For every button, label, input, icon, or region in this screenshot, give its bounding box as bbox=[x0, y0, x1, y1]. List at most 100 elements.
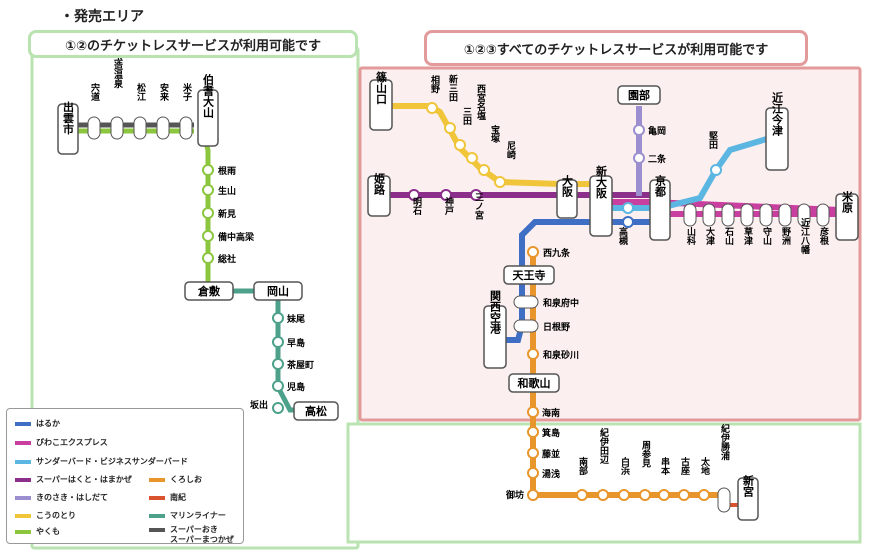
station-dot-nijo bbox=[633, 152, 645, 164]
station-dot-shinji bbox=[87, 116, 101, 140]
station-dot-katsuura bbox=[717, 487, 731, 513]
legend-item-marine: マリンライナー bbox=[149, 511, 226, 521]
station-dot-hikone bbox=[816, 203, 830, 227]
legend-label-biwako: びわこエクスプレス bbox=[36, 438, 108, 447]
station-sonobe: 園部 bbox=[628, 88, 650, 102]
legend-item-kuroshio: くろしお bbox=[149, 475, 202, 485]
legend-label-kuroshio: くろしお bbox=[170, 475, 202, 484]
legend-item-kinosaki: きのさき・はしだて bbox=[15, 493, 108, 503]
legend-item-thunderbird: サンダーバード・ビジネスサンダーバード bbox=[15, 457, 188, 467]
area-12-badge: ①②のチケットレスサービスが利用可能です bbox=[28, 30, 358, 58]
station-hayashima: 早島 bbox=[287, 337, 305, 349]
station-shinsanda: 新三田 bbox=[447, 73, 458, 102]
station-ishiyama: 石山 bbox=[723, 227, 735, 246]
station-dot-yamashina bbox=[683, 203, 697, 227]
station-ikuyama: 生山 bbox=[218, 185, 236, 197]
station-neu: 根雨 bbox=[218, 165, 236, 177]
station-hikone: 彦根 bbox=[818, 226, 829, 246]
takamatsu-box bbox=[293, 401, 339, 421]
station-kusatsu: 草津 bbox=[742, 226, 753, 246]
station-omihachiman: 近江八幡 bbox=[799, 217, 811, 255]
station-nijo: 二条 bbox=[648, 153, 667, 165]
station-dot-matsue bbox=[133, 116, 147, 140]
wakayama-box bbox=[508, 373, 560, 393]
station-kansai: 関西空港 bbox=[489, 290, 502, 335]
station-kyoto: 京都 bbox=[654, 174, 668, 198]
station-okayama: 岡山 bbox=[267, 284, 289, 298]
station-dot-takatsuki bbox=[622, 216, 634, 228]
station-dot-nishikujo bbox=[527, 246, 539, 258]
station-shinji: 宍道 bbox=[89, 82, 100, 102]
station-dot-susami bbox=[639, 489, 651, 501]
station-aino: 相野 bbox=[429, 74, 440, 94]
legend-swatch-kounotori bbox=[15, 514, 31, 518]
station-kiitanabe: 紀伊田辺 bbox=[598, 427, 610, 465]
area-123-badge: ①②③すべてのチケットレスサービスが利用可能です bbox=[424, 30, 808, 66]
legend-item-biwako: びわこエクスプレス bbox=[15, 438, 108, 448]
station-kurashiki: 倉敷 bbox=[197, 284, 221, 298]
station-dots-yakumo bbox=[202, 164, 214, 264]
station-dot-hayashima bbox=[272, 336, 284, 348]
station-dot-minoshima bbox=[527, 426, 539, 438]
station-matsue: 松江 bbox=[135, 82, 146, 102]
station-koza: 古座 bbox=[679, 456, 691, 476]
legend-swatch-haruka bbox=[15, 422, 31, 426]
station-dot-kusatsu bbox=[740, 203, 754, 227]
station-dot-taiji bbox=[698, 489, 710, 501]
kurashiki-box bbox=[184, 281, 234, 301]
station-maibara: 米原 bbox=[841, 190, 855, 214]
shinosaka-box bbox=[589, 175, 613, 237]
station-omiimazu: 近江今津 bbox=[771, 91, 785, 137]
station-osaka: 大阪 bbox=[561, 174, 574, 198]
station-dots-lake bbox=[683, 203, 830, 227]
station-nishinomiya: 西宮名塩 bbox=[475, 84, 486, 120]
station-hineno: 日根野 bbox=[543, 321, 570, 333]
station-dot-yonago bbox=[179, 116, 193, 140]
page-title: ・発売エリア bbox=[60, 9, 144, 25]
station-sakaide: 坂出 bbox=[250, 399, 268, 411]
station-dot-kyoto-west-a bbox=[622, 202, 634, 214]
station-bitchu: 備中高梁 bbox=[218, 231, 255, 243]
station-dot-otsu bbox=[702, 203, 716, 227]
okayama-box bbox=[253, 281, 303, 301]
station-dot-hineno bbox=[513, 319, 539, 333]
maibara-box bbox=[835, 193, 859, 241]
station-dot-yasu bbox=[778, 203, 792, 227]
station-gobo: 御坊 bbox=[505, 489, 524, 501]
station-tennoji: 天王寺 bbox=[513, 268, 546, 282]
station-kushimoto: 串本 bbox=[659, 456, 670, 476]
station-yuasa: 湯浅 bbox=[542, 468, 560, 480]
station-kainan: 海南 bbox=[542, 407, 560, 419]
area-12-lower-frame bbox=[346, 422, 862, 544]
station-takamatsu: 高松 bbox=[305, 404, 327, 418]
station-taiji: 太地 bbox=[699, 456, 711, 476]
station-dot-ishiyama bbox=[721, 203, 735, 227]
station-sannomiya: 三ノ宮 bbox=[473, 192, 484, 220]
station-chayamachi: 茶屋町 bbox=[286, 359, 314, 371]
shingu-box bbox=[737, 477, 759, 521]
station-dot-koza bbox=[678, 489, 690, 501]
station-dot-takarazuka bbox=[478, 164, 490, 176]
legend-label-thunderbird: サンダーバード・ビジネスサンダーバード bbox=[36, 457, 188, 466]
legend-item-haruka: はるか bbox=[15, 419, 60, 429]
station-dot-shirahama bbox=[618, 489, 630, 501]
legend-swatch-marine bbox=[149, 514, 165, 518]
station-minoshima: 箕島 bbox=[541, 427, 560, 439]
legend-swatch-yakumo bbox=[15, 530, 31, 534]
legend-label-nanki: 南紀 bbox=[170, 493, 186, 502]
station-dot-kushimoto bbox=[658, 489, 670, 501]
himeji-box bbox=[367, 175, 391, 217]
legend-item-kounotori: こうのとり bbox=[15, 511, 76, 521]
legend-label-kinosaki: きのさき・はしだて bbox=[36, 493, 108, 502]
station-izumisunagawa: 和泉砂川 bbox=[542, 349, 579, 361]
legend-swatch-oki bbox=[149, 528, 165, 532]
sasayama-box bbox=[369, 79, 393, 131]
legend-swatch-hakuto bbox=[15, 478, 31, 482]
legend-item-nanki: 南紀 bbox=[149, 493, 186, 503]
station-yasu: 野洲 bbox=[780, 227, 791, 246]
station-senoo: 妹尾 bbox=[286, 313, 305, 325]
legend-swatch-nanki bbox=[149, 496, 165, 500]
sonobe-box bbox=[617, 85, 661, 105]
legend-item-oki: スーパーおき スーパーまつかぜ bbox=[149, 525, 234, 545]
